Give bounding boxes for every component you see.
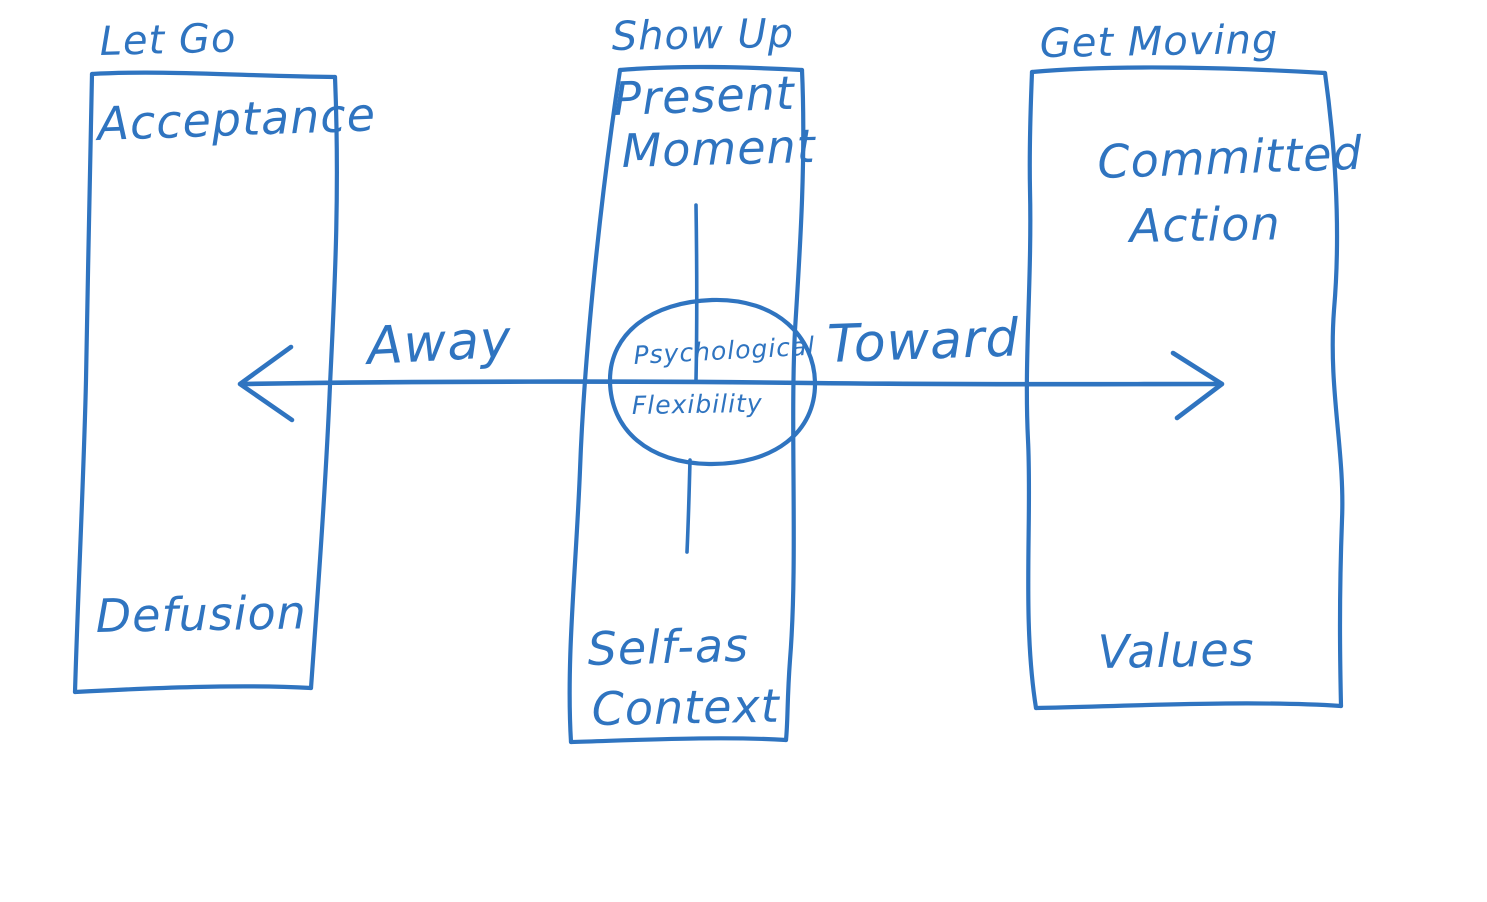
middle-box-left-edge	[567, 67, 623, 745]
right-box-left-edge	[1024, 69, 1039, 711]
axis-label-away: Away	[363, 309, 514, 377]
axis-label-toward: Toward	[826, 308, 1020, 375]
heading-get-moving: Get Moving	[1039, 17, 1278, 67]
axis-arrowhead-right	[1170, 350, 1225, 421]
axis-arrowhead-left	[237, 344, 295, 423]
process-values: Values	[1097, 622, 1255, 679]
process-committed-action-line1: Committed	[1096, 126, 1363, 189]
process-committed-action-line2: Action	[1126, 196, 1281, 253]
vertical-stem-upper	[694, 203, 699, 382]
left-box-left-edge	[72, 71, 95, 695]
middle-box-top-edge	[617, 64, 805, 73]
horizontal-axis-arrow	[237, 344, 1225, 423]
vertical-stem-lower	[685, 458, 692, 554]
vertical-axis-line	[685, 203, 699, 554]
heading-let-go: Let Go	[99, 15, 237, 65]
process-acceptance: Acceptance	[94, 87, 377, 151]
right-box-bottom-edge	[1033, 701, 1344, 711]
process-self-as-context-line2: Context	[591, 679, 781, 736]
process-present-moment-line1: Present	[612, 66, 796, 126]
left-box-bottom-edge	[72, 684, 314, 695]
left-column-box	[72, 70, 339, 695]
process-self-as-context-line1: Self-as	[587, 618, 750, 676]
process-defusion: Defusion	[95, 585, 307, 643]
right-box-top-edge	[1029, 65, 1328, 76]
oval-outline	[607, 297, 818, 467]
left-box-top-edge	[89, 70, 338, 80]
right-box-right-edge	[1322, 70, 1345, 709]
axis-shaft	[240, 379, 1221, 387]
psychological-flexibility-oval	[607, 297, 818, 467]
core-label-line2: Flexibility	[632, 389, 763, 420]
middle-column-box	[567, 64, 806, 745]
middle-box-right-edge	[783, 67, 806, 743]
core-label-line1: Psychological	[633, 332, 816, 370]
middle-box-bottom-edge	[568, 736, 789, 745]
right-column-box	[1024, 65, 1345, 711]
heading-show-up: Show Up	[611, 11, 794, 60]
process-present-moment-line2: Moment	[621, 119, 817, 178]
